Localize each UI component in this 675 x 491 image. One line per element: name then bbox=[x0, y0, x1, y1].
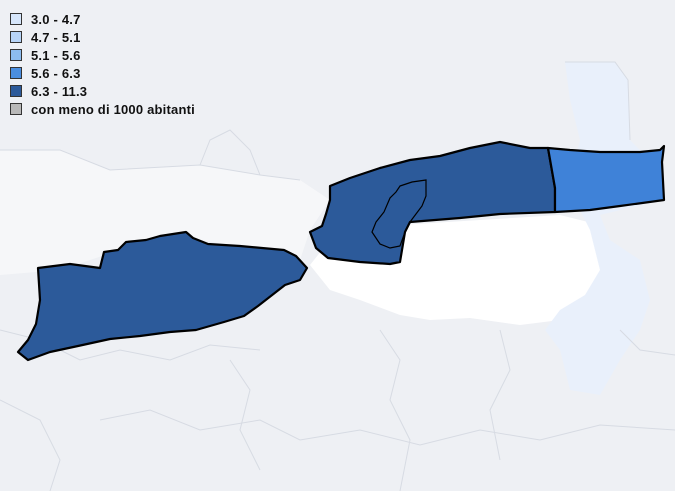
legend-swatch bbox=[10, 85, 22, 97]
region-central-district[interactable] bbox=[308, 140, 557, 266]
map-legend: 3.0 - 4.7 4.7 - 5.1 5.1 - 5.6 5.6 - 6.3 … bbox=[10, 10, 195, 118]
legend-label: 6.3 - 11.3 bbox=[31, 83, 88, 99]
legend-item: 3.0 - 4.7 bbox=[10, 10, 195, 28]
legend-label: 4.7 - 5.1 bbox=[31, 29, 81, 45]
legend-label: 5.6 - 6.3 bbox=[31, 65, 81, 81]
region-east-district[interactable] bbox=[546, 144, 666, 214]
legend-label: con meno di 1000 abitanti bbox=[31, 101, 195, 117]
legend-swatch bbox=[10, 103, 22, 115]
legend-label: 3.0 - 4.7 bbox=[31, 11, 81, 27]
legend-item: 5.1 - 5.6 bbox=[10, 46, 195, 64]
legend-swatch bbox=[10, 13, 22, 25]
central-internal-boundary bbox=[371, 179, 427, 249]
basemap-lines bbox=[0, 61, 675, 491]
legend-label: 5.1 - 5.6 bbox=[31, 47, 81, 63]
legend-swatch bbox=[10, 67, 22, 79]
legend-item: con meno di 1000 abitanti bbox=[10, 100, 195, 118]
legend-item: 4.7 - 5.1 bbox=[10, 28, 195, 46]
legend-swatch bbox=[10, 31, 22, 43]
legend-swatch bbox=[10, 49, 22, 61]
legend-item: 6.3 - 11.3 bbox=[10, 82, 195, 100]
basemap-highlight-east bbox=[545, 62, 662, 395]
legend-item: 5.6 - 6.3 bbox=[10, 64, 195, 82]
basemap-area-northwest bbox=[0, 150, 330, 275]
region-west-district[interactable] bbox=[16, 230, 309, 362]
